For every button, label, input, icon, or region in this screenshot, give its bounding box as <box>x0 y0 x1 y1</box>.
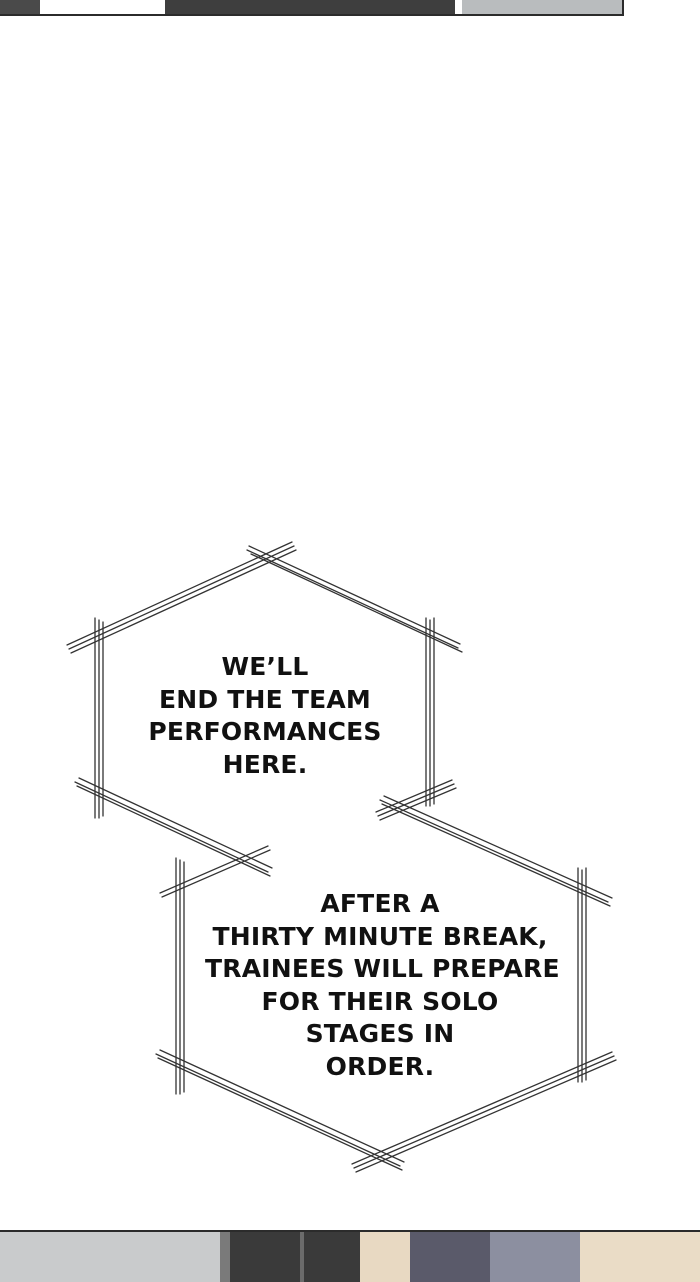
bubble-1-line: END THE TEAM <box>159 684 371 714</box>
bubble-2-line: TRAINEES WILL PREPARE <box>205 954 560 983</box>
hexagon-bubble-2-outline <box>155 779 617 1173</box>
top-panel-edge <box>0 0 624 16</box>
hexagon-bubble-1-outline <box>66 541 463 898</box>
bottom-panel-dark-area <box>230 1232 360 1282</box>
bubble-2-line: STAGES IN <box>305 1019 455 1048</box>
bubble-2-line: THIRTY MINUTE BREAK, <box>212 921 548 951</box>
speech-bubble-2-text: AFTER A THIRTY MINUTE BREAK, TRAINEES WI… <box>205 888 560 1083</box>
bottom-panel-figure <box>410 1232 490 1282</box>
bottom-panel-line <box>300 1232 304 1282</box>
top-panel-shadow-middle <box>165 0 455 14</box>
top-panel-shadow-left <box>0 0 40 14</box>
bubble-1-line: PERFORMANCES <box>148 717 382 746</box>
bubble-2-line: AFTER A <box>320 889 440 918</box>
bottom-panel-right-area <box>580 1232 700 1282</box>
bubble-2-line: FOR THEIR SOLO <box>261 986 499 1016</box>
bubble-2-line: ORDER. <box>325 1051 435 1081</box>
bubble-1-line: WE’LL <box>221 652 309 681</box>
bottom-panel-light-area <box>360 1232 410 1282</box>
bubble-1-line: HERE. <box>222 749 308 779</box>
speech-bubble-1-text: WE’LL END THE TEAM PERFORMANCES HERE. <box>145 651 385 781</box>
top-panel-grey-area <box>462 0 622 14</box>
bottom-panel-frame <box>220 1232 230 1282</box>
bottom-panel-wall <box>0 1232 220 1282</box>
bottom-panel-figure-2 <box>490 1232 580 1282</box>
bottom-panel-edge <box>0 1230 700 1282</box>
